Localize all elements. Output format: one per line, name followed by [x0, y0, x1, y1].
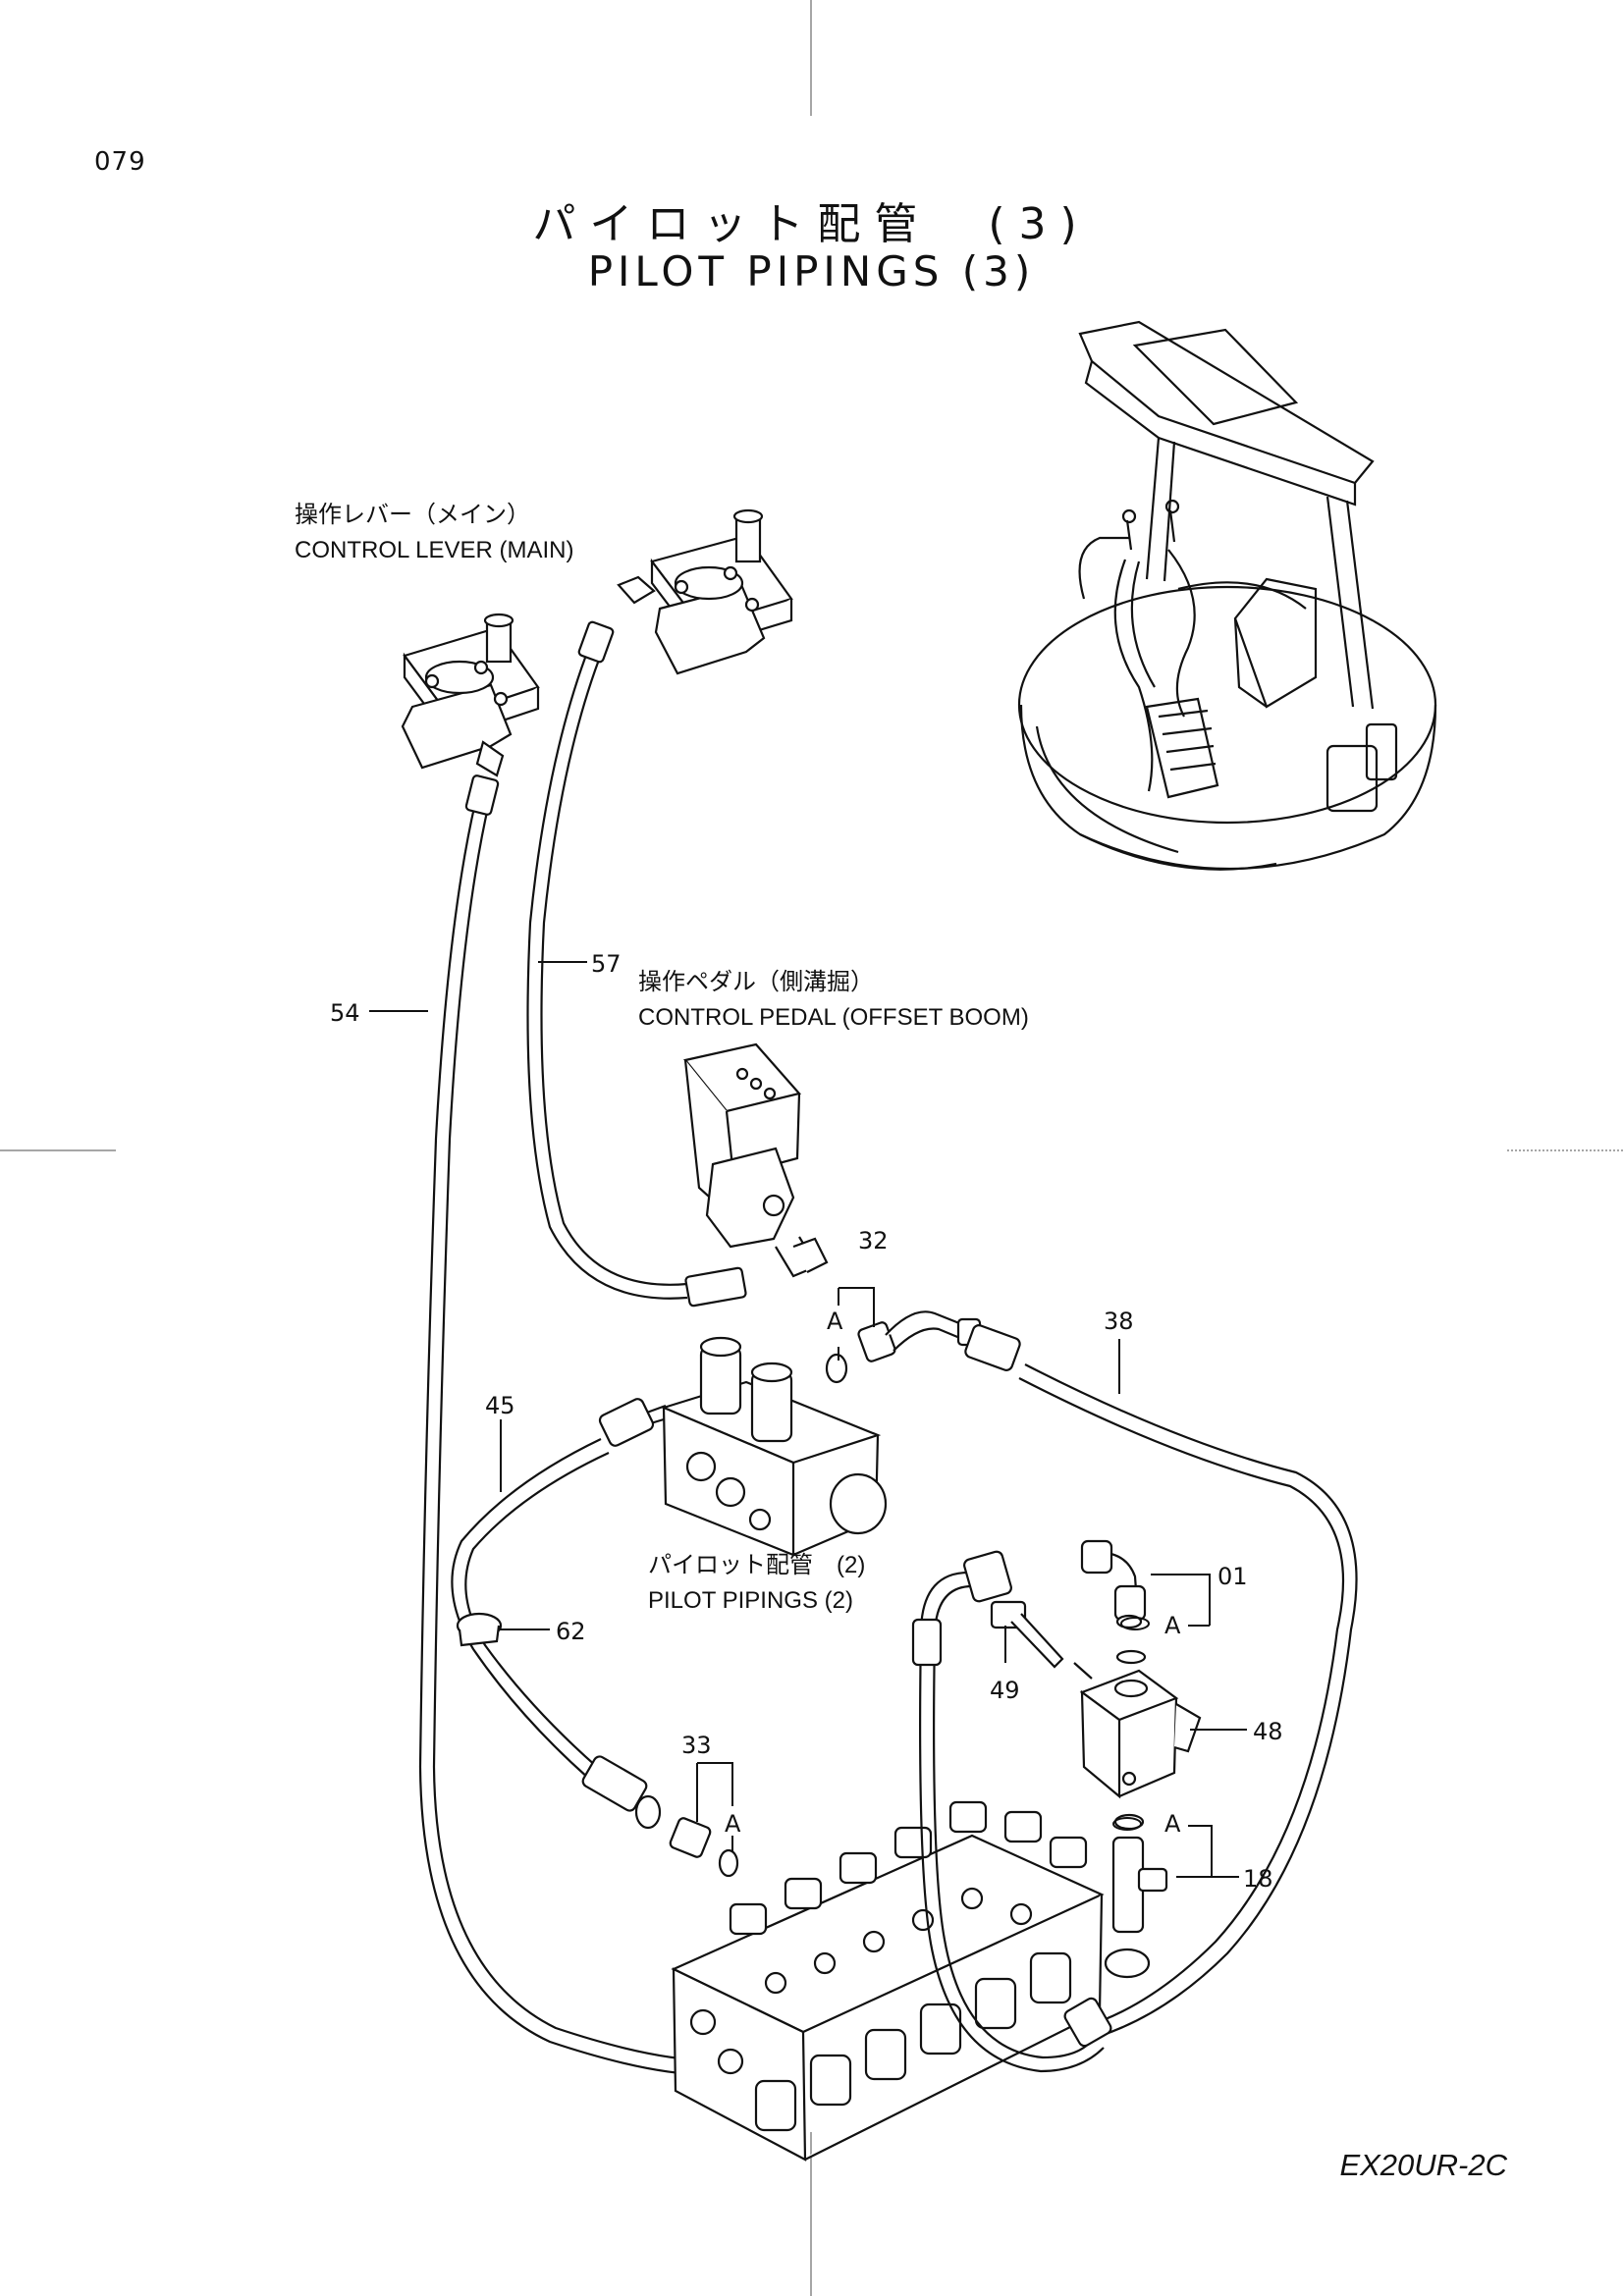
hose-57: [526, 620, 747, 1308]
page-title-english: PILOT PIPINGS (3): [587, 247, 1036, 295]
machine-overview-illustration: [1017, 320, 1437, 871]
callout-a-33: A: [725, 1810, 741, 1838]
o-rings: [1112, 1617, 1150, 1831]
model-code: EX20UR-2C: [1339, 2148, 1507, 2182]
fitting-01: [963, 1539, 1147, 1629]
fitting-32: [825, 1310, 982, 1384]
label-control-lever-en: CONTROL LEVER (MAIN): [295, 537, 573, 563]
callout-48: 48: [1253, 1718, 1283, 1745]
fitting-33: [669, 1817, 739, 1878]
page-number: 079: [94, 147, 146, 177]
page-title-japanese: パイロット配管 (3): [532, 199, 1091, 249]
control-lever-right: [617, 508, 793, 675]
callout-38: 38: [1104, 1308, 1134, 1335]
hose-45: [451, 1398, 662, 1830]
callout-49: 49: [990, 1677, 1020, 1704]
control-lever-left: [401, 613, 540, 777]
tee-fitting-18: [1104, 1813, 1168, 1979]
bolt-49: [990, 1600, 1093, 1680]
hose-return-loop: [911, 1571, 1112, 2073]
callout-01: 01: [1217, 1563, 1248, 1590]
callout-a-01: A: [1164, 1612, 1181, 1639]
label-control-pedal-jp: 操作ペダル（側溝掘）: [638, 969, 874, 995]
callout-33: 33: [681, 1732, 712, 1759]
hose-38: [964, 1324, 1358, 2044]
callout-62: 62: [556, 1618, 586, 1645]
control-valve: [671, 1800, 1105, 2162]
shuttle-valve-block: [643, 1336, 888, 1557]
hose-54: [418, 774, 728, 2076]
callout-32: 32: [858, 1227, 889, 1255]
callout-57: 57: [591, 950, 622, 978]
label-control-pedal-en: CONTROL PEDAL (OFFSET BOOM): [638, 1004, 1029, 1031]
control-pedal: [683, 1042, 829, 1278]
leader-lines: [369, 961, 1247, 1878]
callout-a-32: A: [827, 1308, 843, 1335]
label-pilot-pipings2-jp: パイロット配管 (2): [648, 1552, 865, 1578]
label-control-lever-jp: 操作レバー（メイン）: [295, 502, 530, 528]
callout-45: 45: [485, 1392, 515, 1419]
callout-18: 18: [1243, 1865, 1273, 1893]
label-pilot-pipings2-en: PILOT PIPINGS (2): [648, 1587, 853, 1614]
callout-a-18: A: [1164, 1810, 1181, 1838]
callout-54: 54: [330, 999, 360, 1027]
pressure-switch-block-48: [1079, 1649, 1202, 1799]
clamp-62: [456, 1612, 503, 1647]
